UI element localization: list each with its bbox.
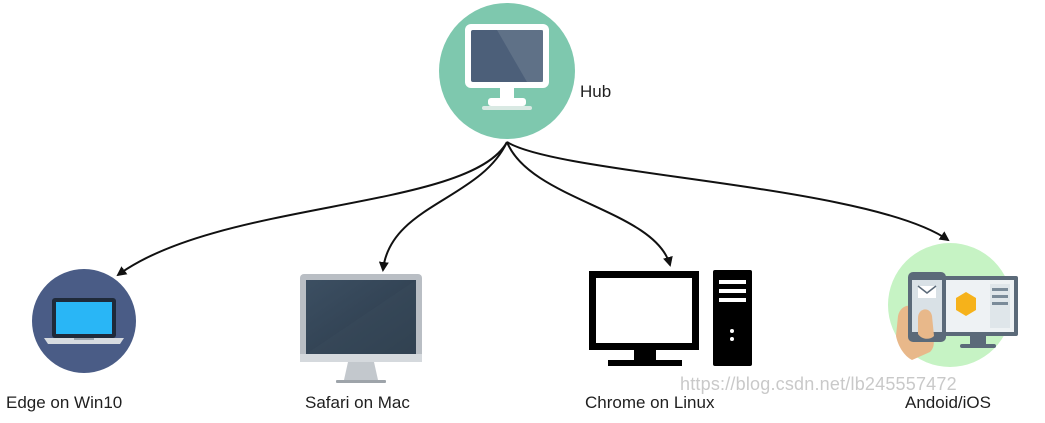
hub-label: Hub (580, 82, 612, 101)
edge-win10-label: Edge on Win10 (6, 393, 123, 412)
safari-mac-node (300, 274, 422, 383)
android-ios-node (888, 243, 1018, 367)
watermark-text: https://blog.csdn.net/lb245557472 (680, 374, 957, 394)
laptop-icon (44, 298, 124, 344)
monitor-icon (465, 24, 549, 110)
imac-icon (300, 274, 422, 383)
pc-tower-icon (713, 270, 752, 366)
edge-hub-to-safari-mac (378, 141, 508, 272)
edge-hub-to-edge-win10 (116, 141, 508, 277)
hub-node (439, 3, 575, 139)
edge-win10-node (32, 269, 136, 373)
connectors (116, 141, 950, 277)
safari-mac-label: Safari on Mac (305, 393, 410, 412)
edge-hub-to-android-ios (506, 141, 950, 242)
android-ios-label: Andoid/iOS (905, 393, 991, 412)
desktop-monitor-icon (589, 271, 699, 366)
edge-hub-to-chrome-linux (506, 141, 673, 267)
chrome-linux-node (589, 270, 752, 366)
mobile-and-screen-icon (896, 272, 1018, 360)
chrome-linux-label: Chrome on Linux (585, 393, 715, 412)
